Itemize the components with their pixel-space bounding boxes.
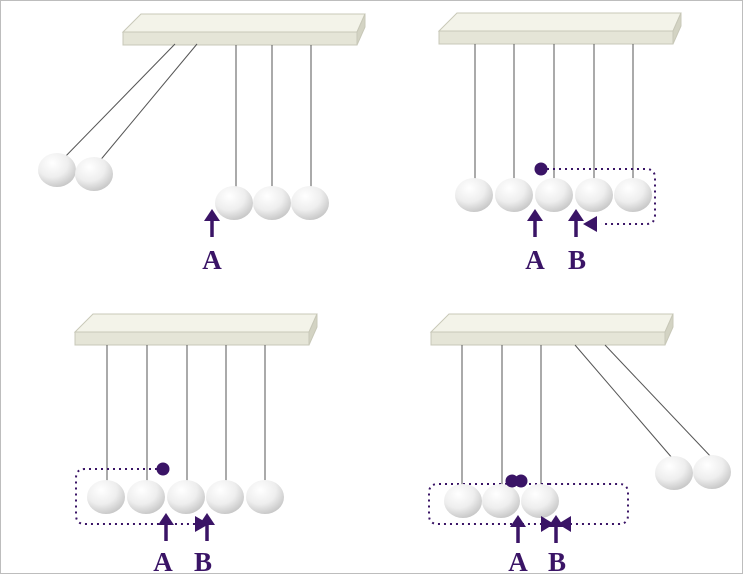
energy-dot	[156, 462, 170, 476]
arrow-a	[510, 515, 526, 543]
energy-dot	[534, 162, 548, 176]
label-b: B	[568, 245, 586, 275]
ball	[575, 178, 613, 212]
balls	[444, 455, 731, 518]
label-b: B	[194, 547, 212, 573]
balls	[87, 480, 284, 514]
label-a: A	[153, 547, 173, 573]
arrow-b	[541, 515, 571, 543]
arrow-b	[568, 209, 597, 237]
arrow-a	[158, 513, 174, 541]
ball	[655, 456, 693, 490]
ball	[521, 484, 559, 518]
strings	[106, 345, 266, 483]
label-a: A	[202, 245, 222, 275]
label-a: A	[508, 547, 528, 573]
ball	[206, 480, 244, 514]
ball	[87, 480, 125, 514]
ball	[75, 157, 113, 191]
momentum-transfer-loop	[428, 483, 629, 525]
cradle-frame-bar	[73, 313, 318, 346]
ball	[482, 484, 520, 518]
strings	[60, 43, 312, 187]
ball	[167, 480, 205, 514]
energy-dot	[505, 474, 519, 488]
ball	[693, 455, 731, 489]
label-b: B	[548, 547, 566, 573]
ball	[455, 178, 493, 212]
cradle-frame-bar	[121, 13, 366, 46]
ball	[495, 178, 533, 212]
ball	[127, 480, 165, 514]
momentum-transfer-loop	[547, 168, 656, 225]
ball	[215, 186, 253, 220]
panel-bottom-left: A B	[73, 313, 318, 573]
cradle-frame-bar	[429, 313, 674, 346]
strings	[461, 344, 714, 485]
label-a: A	[525, 245, 545, 275]
ball	[535, 178, 573, 212]
panel-top-left: A	[38, 13, 366, 275]
arrow-a	[204, 209, 220, 237]
ball	[38, 153, 76, 187]
ball	[253, 186, 291, 220]
energy-dot	[514, 474, 528, 488]
ball	[246, 480, 284, 514]
cradle-frame-bar	[437, 12, 682, 45]
ball	[291, 186, 329, 220]
ball	[444, 484, 482, 518]
arrow-a	[527, 209, 543, 237]
panel-bottom-right: A B	[428, 313, 731, 573]
ball	[614, 178, 652, 212]
balls	[455, 178, 652, 212]
balls	[38, 153, 329, 220]
panel-top-right: A B	[437, 12, 682, 275]
strings	[474, 44, 634, 181]
arrow-b	[195, 513, 215, 541]
